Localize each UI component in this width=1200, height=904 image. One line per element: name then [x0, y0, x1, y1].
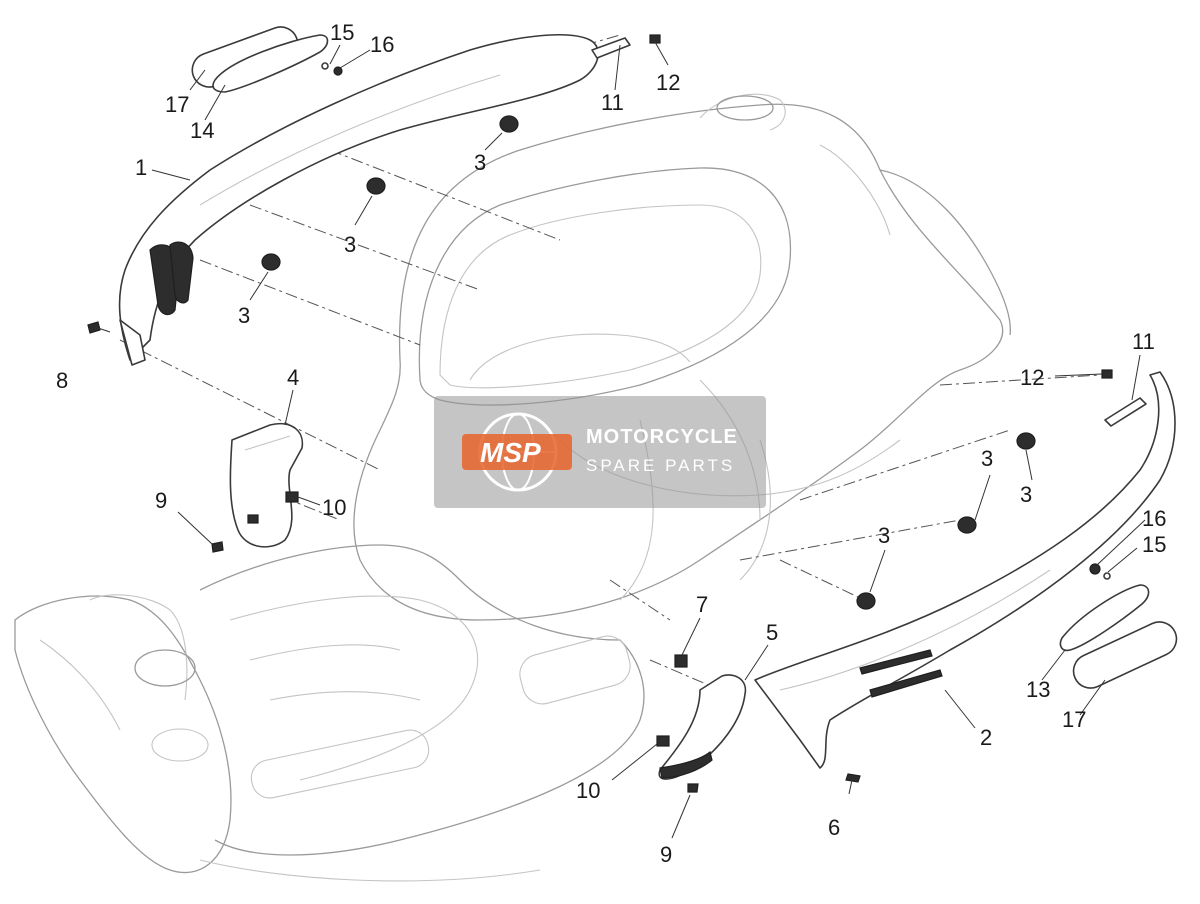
callout-5: 5: [766, 620, 778, 645]
part-3-grommets: [261, 115, 1036, 610]
callout-12: 12: [1020, 365, 1044, 390]
callout-3: 3: [878, 523, 890, 548]
callout-2: 2: [980, 725, 992, 750]
callout-13: 13: [1026, 677, 1050, 702]
callout-3: 3: [981, 446, 993, 471]
callout-6: 6: [828, 815, 840, 840]
callout-3: 3: [474, 150, 486, 175]
fasteners: [87, 34, 1147, 795]
callout-15: 15: [1142, 532, 1166, 557]
callout-1: 1: [135, 155, 147, 180]
msp-logo-badge: [462, 434, 572, 470]
part-1-left-side-cowl: [118, 34, 599, 366]
watermark-subtitle: SPARE PARTS: [586, 456, 736, 475]
part-4-left-bracket: [229, 423, 304, 548]
callout-16: 16: [370, 32, 394, 57]
callout-10: 10: [322, 495, 346, 520]
callout-15: 15: [330, 20, 354, 45]
watermark-title: MOTORCYCLE: [586, 426, 738, 448]
callout-8: 8: [56, 368, 68, 393]
watermark-banner: MSP MOTORCYCLE SPARE PARTS: [434, 396, 766, 508]
badges: [191, 26, 1178, 689]
callout-4: 4: [287, 365, 299, 390]
msp-logo-text: MSP: [480, 437, 541, 468]
part-2-right-side-cowl: [754, 371, 1176, 769]
callout-10: 10: [576, 778, 600, 803]
leader-lines: [151, 41, 1146, 839]
callout-17: 17: [165, 92, 189, 117]
callout-11: 11: [601, 90, 624, 115]
scooter-body-outline: [14, 93, 1011, 882]
callout-labels: 1 2 3 3 3 3 3 3 3 4 5 6 7 8 9 9 10 10 11…: [56, 20, 1166, 867]
callout-12: 12: [656, 70, 680, 95]
callout-3: 3: [344, 232, 356, 257]
assembly-lines: [119, 34, 1101, 691]
callout-9: 9: [155, 488, 167, 513]
msp-logo: MSP: [462, 412, 572, 492]
callout-3: 3: [1020, 482, 1032, 507]
callout-11: 11: [1132, 329, 1155, 354]
part-5-right-bracket: [658, 674, 747, 780]
callout-14: 14: [190, 118, 214, 143]
callout-9: 9: [660, 842, 672, 867]
callout-17: 17: [1062, 707, 1086, 732]
callout-7: 7: [696, 592, 708, 617]
callout-3: 3: [238, 303, 250, 328]
callout-16: 16: [1142, 506, 1166, 531]
